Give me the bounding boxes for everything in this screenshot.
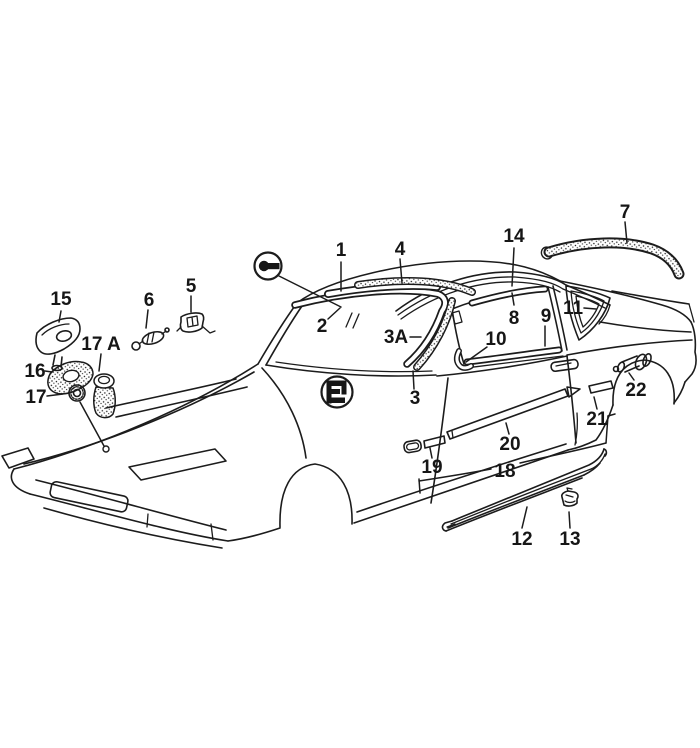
wiper-mark: [352, 313, 360, 329]
buffer-17a: [93, 373, 116, 419]
leader-16: [44, 370, 53, 373]
clip-6: [131, 327, 170, 351]
leader-emblem-hole: [79, 401, 105, 447]
leader-8: [511, 292, 515, 306]
part-label-20: 20: [499, 434, 520, 455]
leader-10: [465, 346, 488, 363]
part-label-18: 18: [494, 461, 515, 482]
wiper-mark: [345, 312, 353, 328]
part-label-1: 1: [336, 240, 347, 261]
leader-19: [429, 447, 433, 459]
clip-13: [561, 487, 579, 507]
headlight-cover-right: [128, 448, 227, 481]
part-label-13: 13: [559, 529, 580, 550]
headlight-cover-left: [1, 447, 35, 469]
windshield-upper-moulding-1: [324, 281, 441, 298]
leader-4: [399, 258, 403, 284]
sill-moulding-12: [441, 448, 608, 532]
part-labels: 1 2 3 3A 4 5 6 7 8 9 10 11 12 13 14 15 1…: [24, 202, 646, 550]
leader-11: [583, 307, 597, 310]
door-window-upper-trim-8: [468, 285, 549, 307]
part-label-7: 7: [620, 202, 631, 223]
part-label-12: 12: [511, 529, 532, 550]
key-symbol-icon: [253, 251, 283, 281]
part-label-2: 2: [317, 316, 328, 337]
side-marker: [403, 439, 422, 454]
windshield-textured-strip-4: [354, 276, 476, 296]
leader-15: [58, 310, 62, 323]
license-plate-recess: [49, 480, 129, 513]
front-bumper: [35, 479, 227, 531]
part-label-10: 10: [485, 329, 506, 350]
side-moulding-20: [446, 388, 569, 440]
leader-17: [46, 393, 64, 397]
window-corner-trim-10: [453, 348, 474, 371]
door-handle: [550, 358, 579, 373]
part-label-19: 19: [421, 457, 442, 478]
leader-17a: [98, 353, 102, 372]
clip-symbol-icon: [320, 375, 354, 409]
leader-2: [327, 307, 341, 320]
bracket-5: [176, 312, 216, 334]
side-mouldings: [403, 353, 652, 454]
part-label-3a: 3A: [384, 327, 409, 348]
quarter-window-trim-11: [565, 285, 611, 341]
part-label-5: 5: [186, 276, 197, 297]
beltline: [436, 355, 568, 377]
leader-6: [145, 309, 149, 329]
stud-22: [612, 353, 652, 373]
part-label-15: 15: [50, 289, 72, 310]
part-label-17: 17: [25, 387, 46, 408]
leader-13: [568, 511, 571, 529]
part-label-11: 11: [563, 298, 584, 319]
leader-14: [511, 247, 515, 287]
pillar-textured-strip-3a: [413, 297, 456, 371]
side-moulding-21: [588, 380, 614, 394]
part-label-6: 6: [144, 290, 155, 311]
moulding-set-bracket-18: [418, 413, 616, 494]
roof-edge-strip-7: [540, 237, 685, 280]
part-label-22: 22: [625, 380, 646, 401]
leader-key: [278, 275, 342, 308]
grommet-17: [68, 384, 86, 402]
part-label-16: 16: [24, 361, 45, 382]
part-label-8: 8: [509, 308, 520, 329]
door-window-sill-trim-9: [463, 346, 563, 366]
leader-7: [624, 221, 628, 244]
part-label-4: 4: [395, 239, 406, 260]
moulding-tip: [566, 386, 581, 398]
part-label-17a: 17 A: [81, 334, 121, 355]
part-label-21: 21: [586, 409, 608, 430]
leader-22: [628, 372, 635, 381]
leader-3: [412, 370, 415, 390]
leader-12: [521, 506, 528, 529]
leader-20: [505, 422, 510, 435]
leader-21: [593, 396, 598, 410]
part-label-9: 9: [541, 306, 552, 327]
side-moulding-19: [423, 435, 446, 449]
part-label-14: 14: [503, 226, 525, 247]
part-label-3: 3: [410, 388, 421, 409]
leader-lines: [44, 221, 635, 529]
